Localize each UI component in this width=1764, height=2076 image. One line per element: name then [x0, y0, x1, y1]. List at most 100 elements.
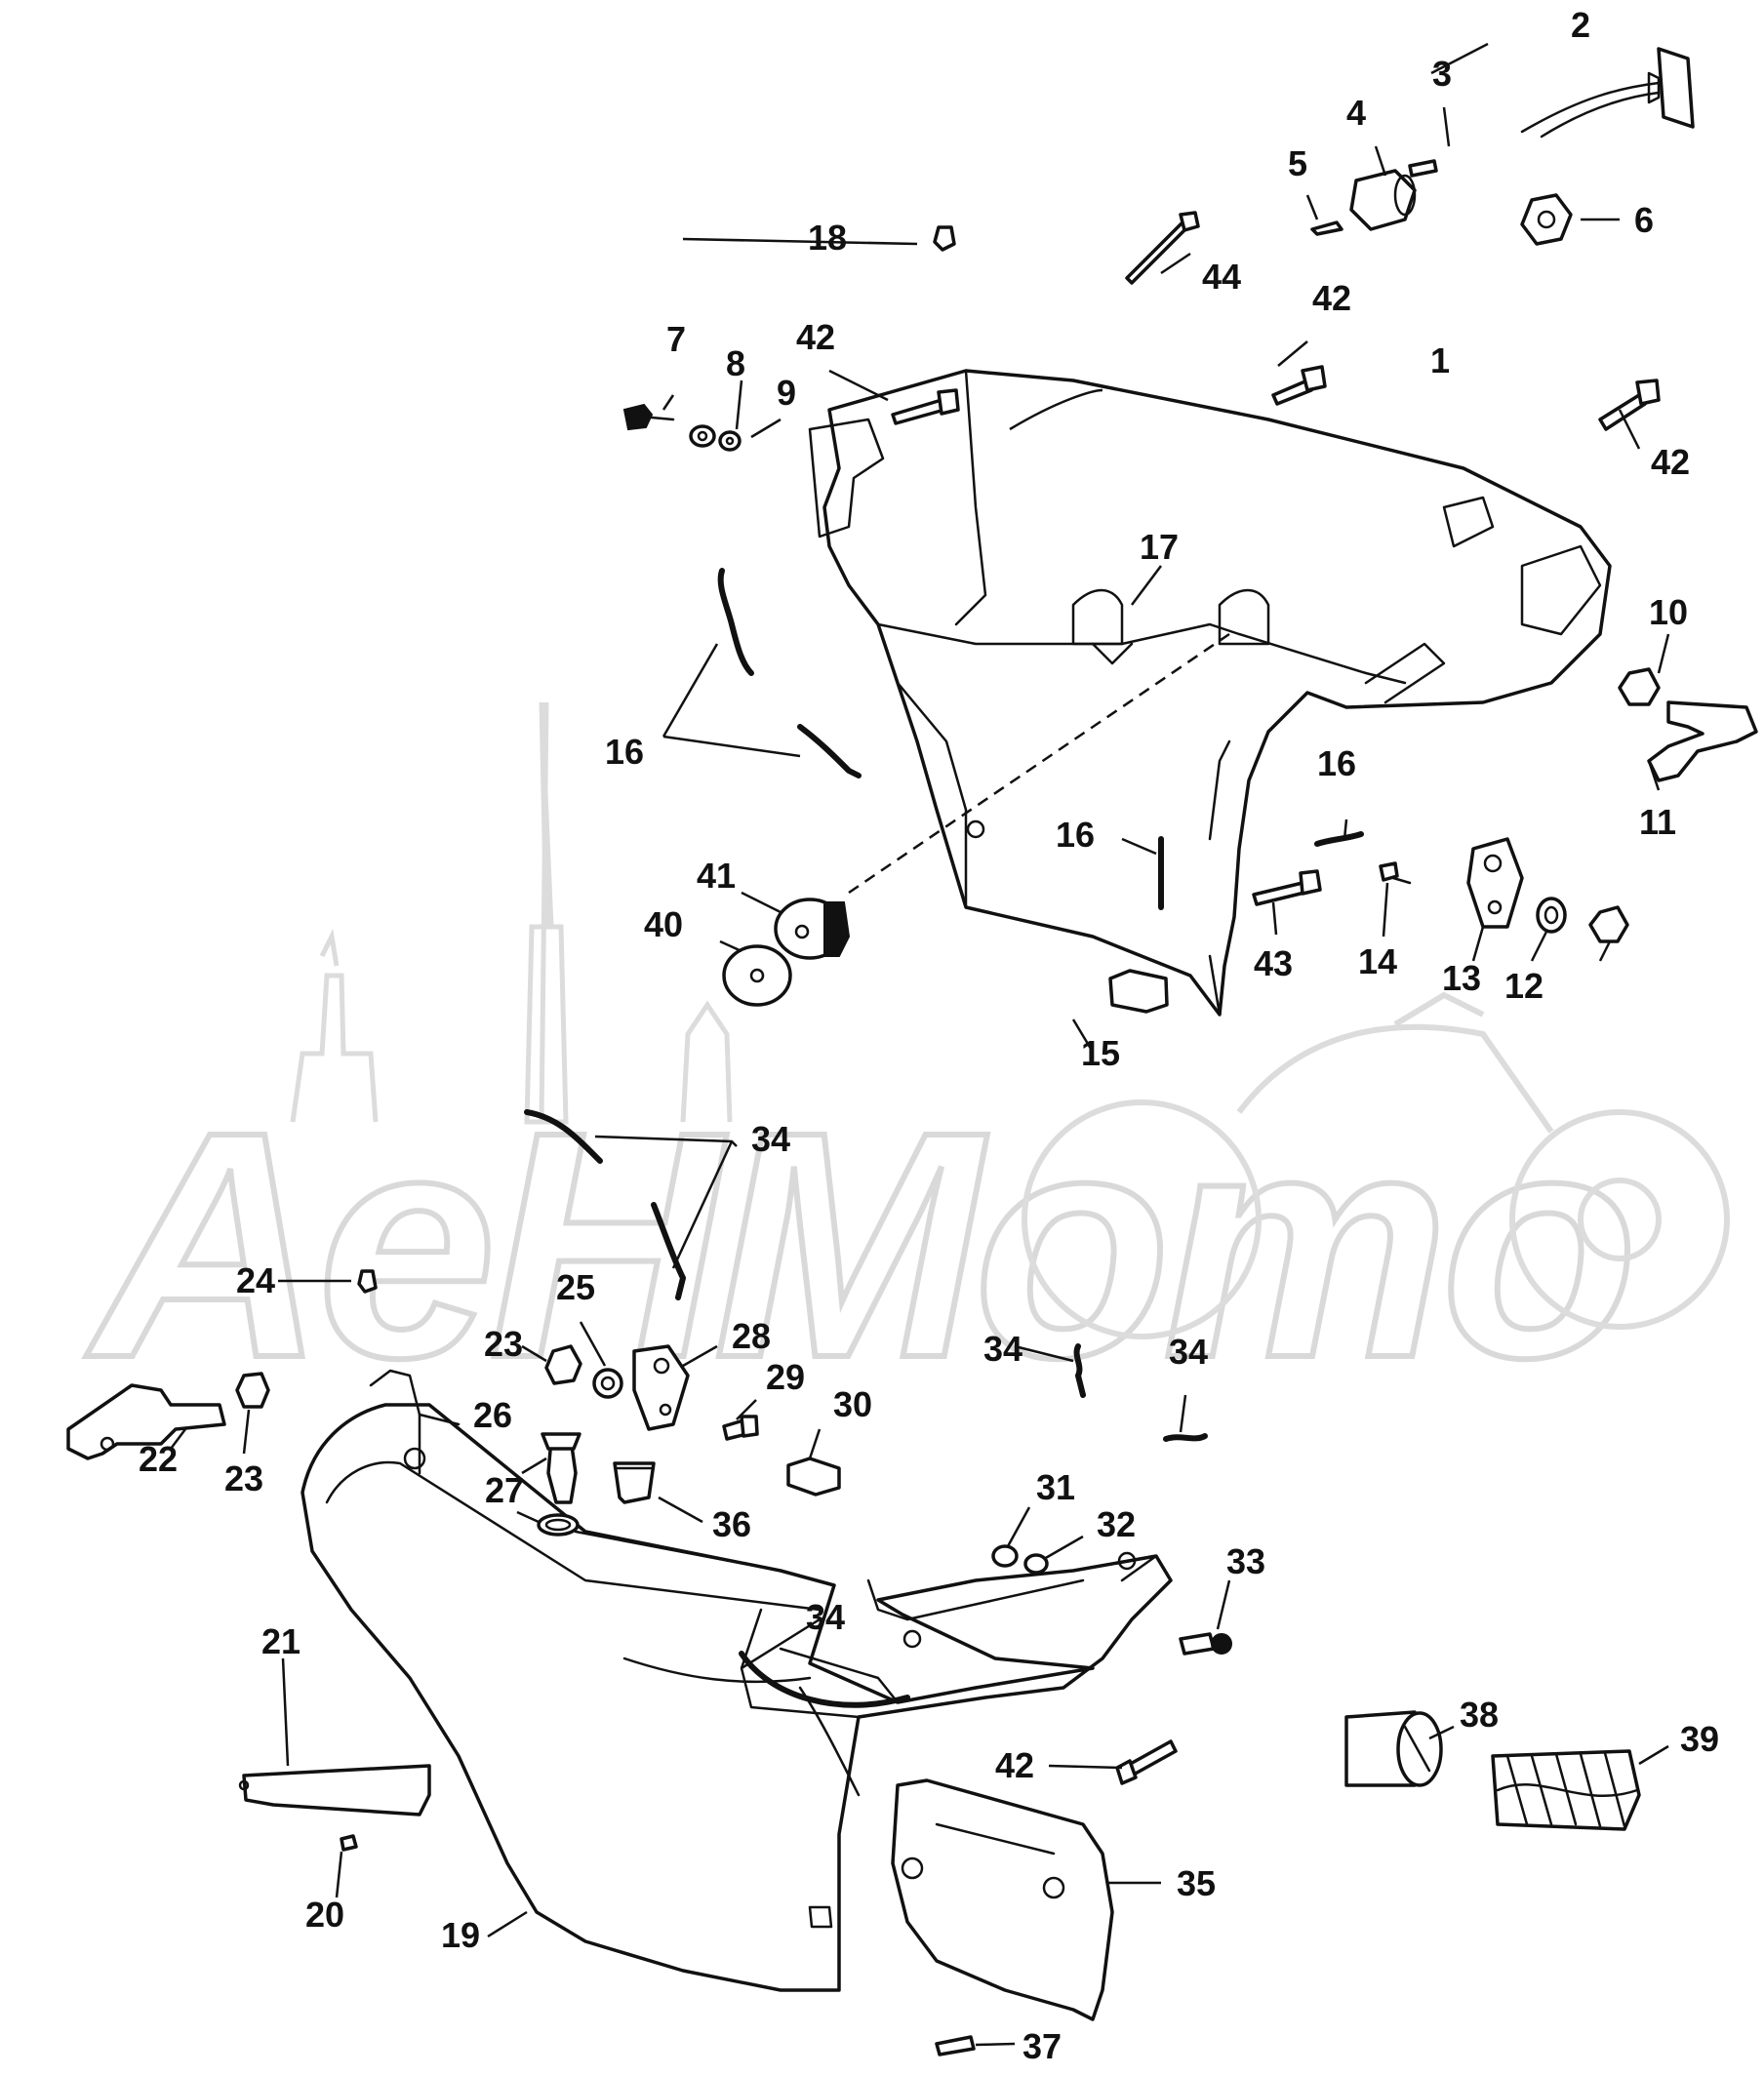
- part-8-washer: [689, 424, 716, 448]
- callout-22: 22: [139, 1439, 178, 1479]
- callout-42d: 42: [995, 1745, 1034, 1785]
- part-11-lever: [1647, 700, 1758, 782]
- callout-37: 37: [1022, 2026, 1062, 2066]
- part-32-washer: [1023, 1553, 1049, 1575]
- callout-2: 2: [1571, 5, 1590, 45]
- seal-strips-16: [717, 568, 1364, 910]
- callout-16c: 16: [1056, 815, 1095, 855]
- callout-34c: 34: [1169, 1332, 1208, 1372]
- part-43-bolt: [1252, 869, 1322, 906]
- callout-9: 9: [777, 373, 796, 413]
- part-5-screw: [1310, 220, 1343, 236]
- callout-39: 39: [1680, 1719, 1719, 1759]
- part-42-bolt-b: [1271, 365, 1327, 406]
- watermark-text: AeHMomo: [83, 1064, 1632, 1424]
- callout-44: 44: [1202, 257, 1241, 297]
- part-37-screw: [935, 2035, 976, 2056]
- part-38-bushing: [1344, 1710, 1443, 1787]
- leader-lines: [170, 42, 1670, 2047]
- callout-42c: 42: [1651, 442, 1690, 482]
- callout-13: 13: [1442, 958, 1481, 998]
- callout-15: 15: [1081, 1033, 1120, 1073]
- part-24-clip: [357, 1269, 378, 1294]
- callout-25: 25: [556, 1267, 595, 1307]
- part-22-lever: [66, 1383, 226, 1460]
- callout-8: 8: [726, 343, 745, 383]
- part-44-long-bolt: [1125, 211, 1200, 285]
- part-23-nut-b: [544, 1344, 582, 1385]
- callout-4: 4: [1346, 93, 1366, 133]
- callout-11: 11: [1639, 802, 1676, 842]
- callout-34b: 34: [983, 1329, 1022, 1369]
- part-39-spring: [1491, 1749, 1641, 1831]
- part-7-screw: [622, 403, 675, 431]
- part-30-block: [786, 1457, 841, 1497]
- callout-23a: 23: [224, 1458, 263, 1498]
- callout-43: 43: [1254, 943, 1293, 983]
- part-42-bolt-c: [1598, 379, 1661, 431]
- callout-5: 5: [1288, 143, 1307, 183]
- callout-6: 6: [1634, 200, 1654, 240]
- part-21-strip: [238, 1764, 431, 1816]
- part-29-screw: [722, 1415, 759, 1441]
- callout-33: 33: [1226, 1541, 1265, 1581]
- watermark-skyline: [290, 701, 733, 1125]
- part-25-washer: [592, 1368, 623, 1399]
- callout-35: 35: [1177, 1863, 1216, 1903]
- part-9-washer: [718, 430, 742, 452]
- watermark-motorcycle: [1022, 991, 1730, 1339]
- callout-28: 28: [732, 1316, 771, 1356]
- callout-17: 17: [1140, 527, 1179, 567]
- callout-labels: 1 2 3 4 5 6 7 8 9 10 11 12 13 14 15 16 1…: [139, 5, 1719, 2066]
- callout-36: 36: [712, 1504, 751, 1544]
- callout-41: 41: [697, 856, 736, 896]
- callout-31: 31: [1036, 1467, 1075, 1507]
- upper-cowl: [808, 369, 1612, 1017]
- part-23-nut-a: [235, 1372, 270, 1409]
- part-15-block: [1108, 969, 1169, 1014]
- callout-3: 3: [1432, 54, 1452, 94]
- callout-30: 30: [833, 1384, 872, 1424]
- part-10-nut-b: [1588, 905, 1629, 943]
- part-20-screw: [340, 1834, 358, 1852]
- callout-40: 40: [644, 904, 683, 944]
- part-40-washer: [722, 944, 792, 1007]
- part-12-washer: [1536, 897, 1567, 934]
- callout-42b: 42: [1312, 278, 1351, 318]
- callout-16b: 16: [1317, 743, 1356, 783]
- part-42-bolt-d: [1115, 1739, 1178, 1785]
- lower-cowl: [301, 1369, 1173, 1992]
- callout-29: 29: [766, 1357, 805, 1397]
- callout-42a: 42: [796, 317, 835, 357]
- part-42-bolt-a: [891, 388, 960, 425]
- part-26-plunger: [541, 1432, 581, 1504]
- callout-14: 14: [1358, 941, 1397, 981]
- part-3-pin: [1408, 159, 1438, 178]
- seal-strips-34: [524, 1109, 1208, 1708]
- part-31-washer: [991, 1544, 1019, 1568]
- part-6-nut: [1520, 193, 1573, 246]
- callout-19: 19: [441, 1915, 480, 1955]
- part-28-latch-plate: [632, 1344, 690, 1431]
- watermark: AeHMomo: [80, 701, 1730, 1427]
- callout-32: 32: [1097, 1504, 1136, 1544]
- callout-23b: 23: [484, 1324, 523, 1364]
- part-2-connector: [1520, 47, 1695, 139]
- part-13-latch-plate: [1466, 837, 1524, 929]
- callout-16a: 16: [605, 732, 644, 772]
- callout-21: 21: [261, 1621, 301, 1661]
- part-27-oring: [537, 1513, 580, 1537]
- callout-7: 7: [666, 319, 686, 359]
- callout-24: 24: [236, 1260, 275, 1300]
- callout-10a: 10: [1649, 592, 1688, 632]
- part-35-cover: [891, 1778, 1114, 2021]
- callout-20: 20: [305, 1895, 344, 1935]
- callout-34d: 34: [806, 1597, 845, 1637]
- part-36-retainer: [613, 1461, 656, 1504]
- callout-26: 26: [473, 1395, 512, 1435]
- callout-1: 1: [1430, 340, 1450, 380]
- part-4-grommet: [1349, 169, 1417, 231]
- part-14-screw: [1379, 861, 1412, 885]
